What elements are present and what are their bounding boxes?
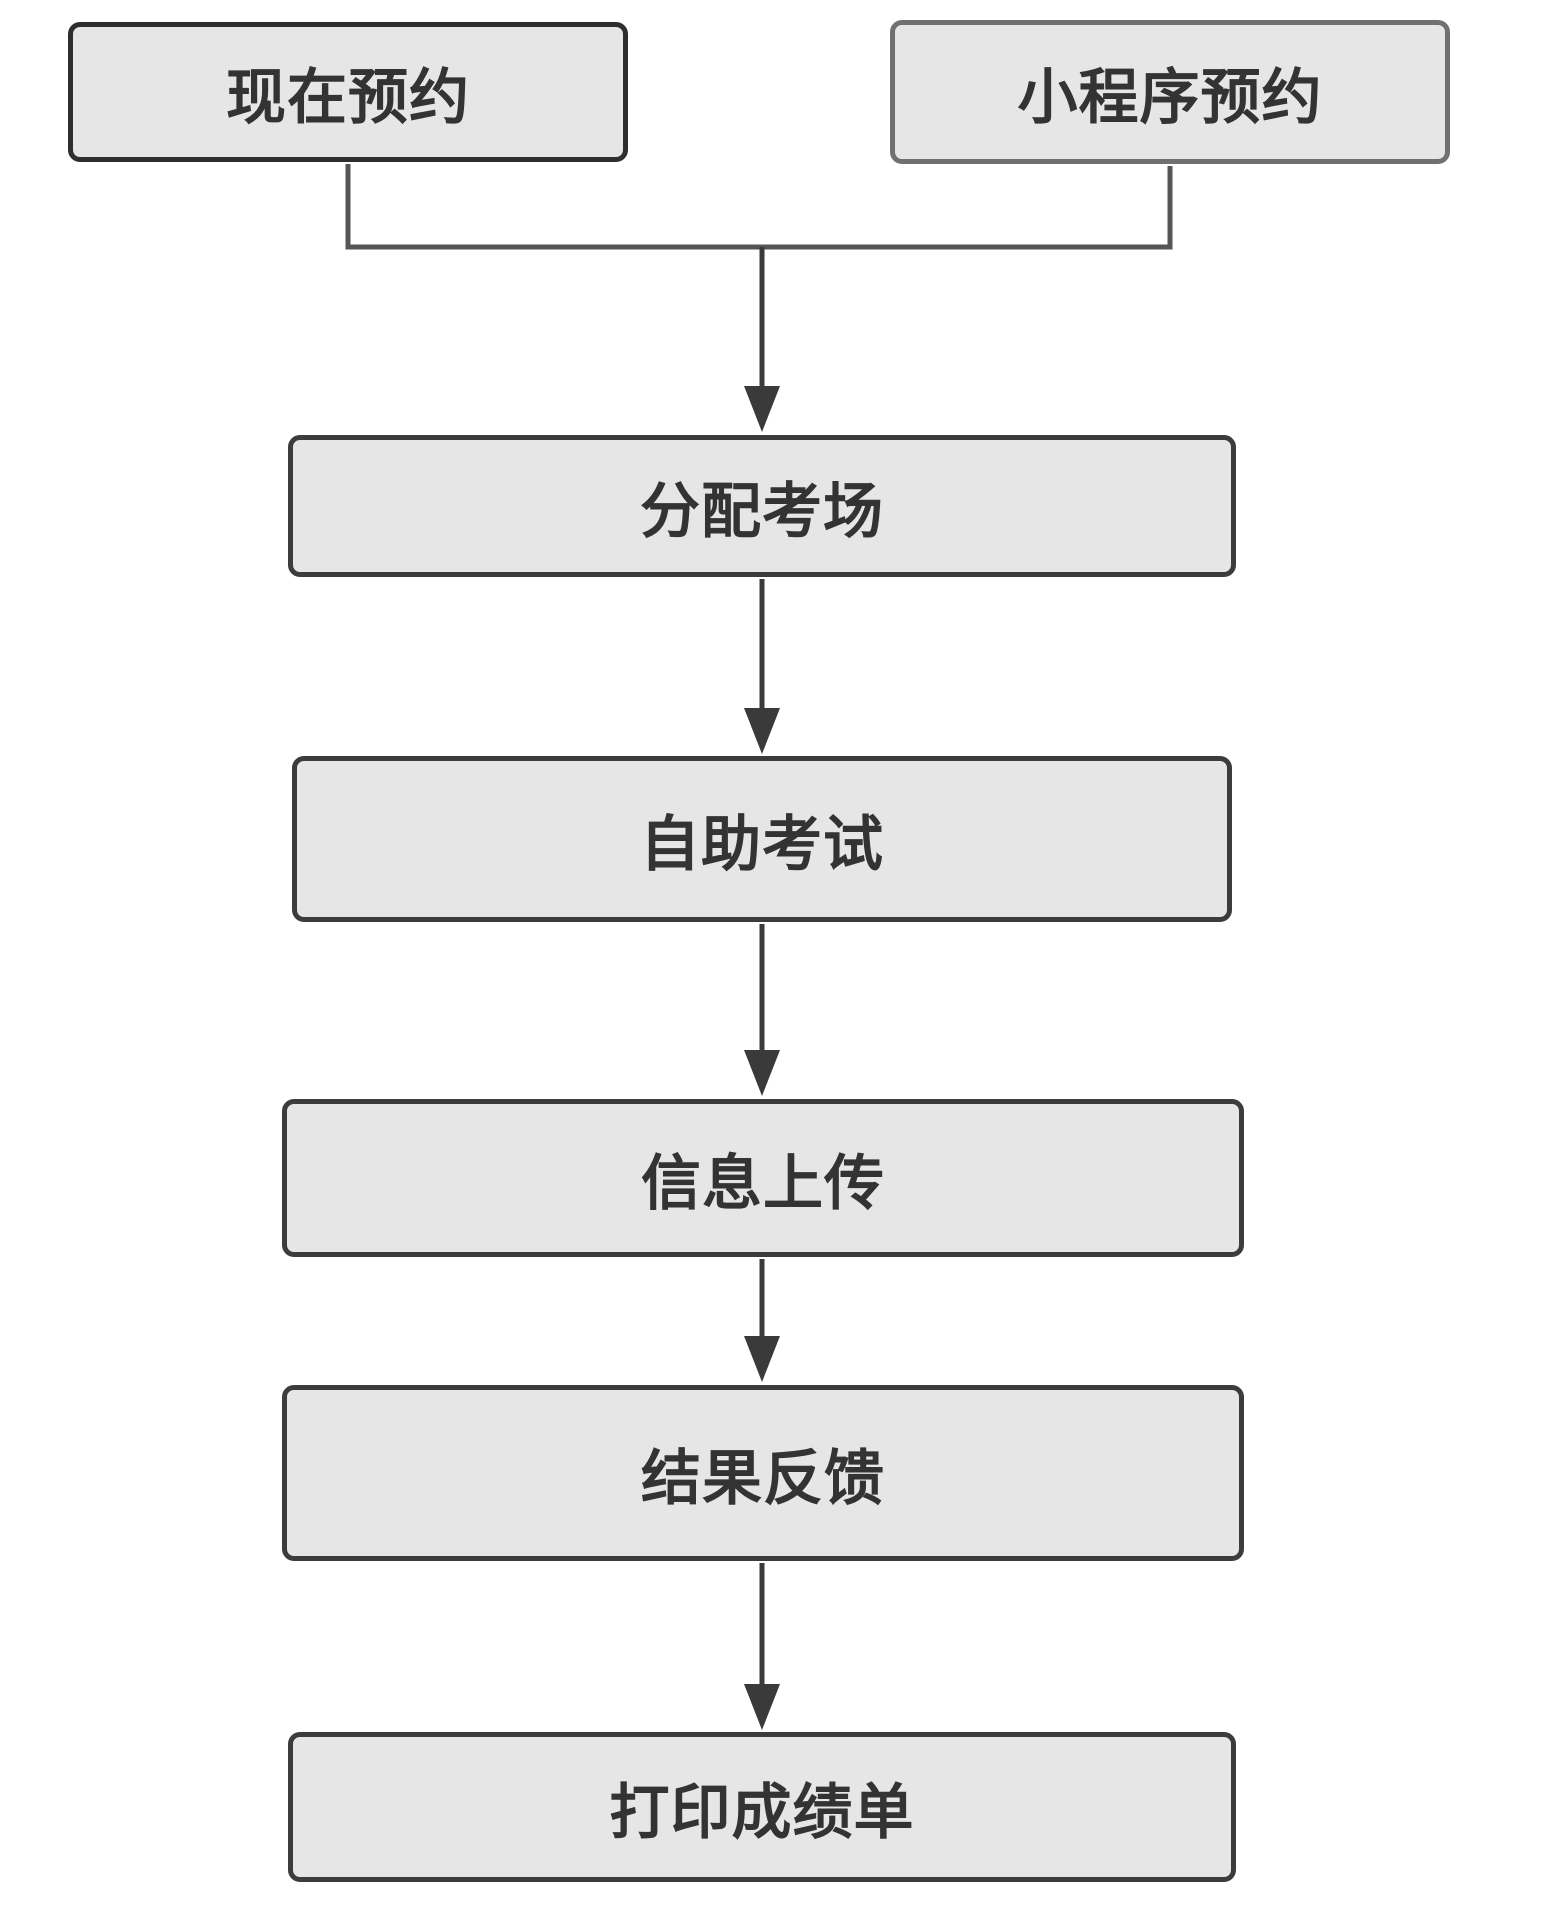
- node-now-booking: 现在预约: [68, 22, 628, 162]
- connector-miniprogram-booking: [762, 166, 1173, 250]
- node-info-upload-label: 信息上传: [641, 1148, 885, 1219]
- node-allocate-venue-label: 分配考场: [640, 476, 884, 547]
- node-print-report-label: 打印成绩单: [609, 1777, 915, 1848]
- node-info-upload: 信息上传: [282, 1099, 1244, 1257]
- node-self-exam: 自助考试: [292, 756, 1232, 922]
- arrowhead-to-self-exam: [744, 708, 780, 754]
- node-self-exam-label: 自助考试: [640, 809, 884, 880]
- node-miniprogram-booking: 小程序预约: [890, 20, 1450, 164]
- arrowhead-to-allocate: [744, 386, 780, 432]
- arrowhead-to-print-report: [744, 1684, 780, 1730]
- node-result-feedback: 结果反馈: [282, 1385, 1244, 1561]
- node-now-booking-label: 现在预约: [226, 62, 470, 133]
- arrowhead-to-info-upload: [744, 1050, 780, 1096]
- node-miniprogram-booking-label: 小程序预约: [1017, 62, 1323, 133]
- node-result-feedback-label: 结果反馈: [641, 1443, 885, 1514]
- connector-now-booking: [345, 164, 762, 250]
- node-allocate-venue: 分配考场: [288, 435, 1236, 577]
- node-print-report: 打印成绩单: [288, 1732, 1236, 1882]
- arrowhead-to-result-feedback: [744, 1336, 780, 1382]
